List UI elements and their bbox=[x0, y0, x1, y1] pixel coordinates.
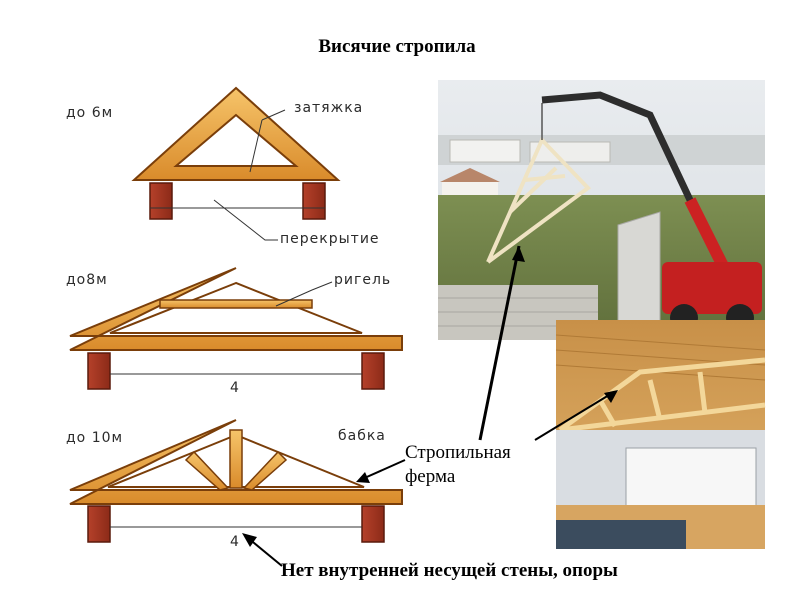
leader-tie-head bbox=[261, 109, 286, 121]
arrow-to-floor bbox=[247, 537, 283, 567]
photo-hall-interior bbox=[555, 320, 766, 549]
label-collar: ригель bbox=[334, 272, 391, 288]
floor-mark-8m: 4 bbox=[230, 380, 240, 396]
label-floor: перекрытие bbox=[280, 231, 380, 247]
wall-left-10m bbox=[87, 505, 111, 543]
span-label-6m: до 6м bbox=[66, 105, 113, 121]
span-label-8m: до8м bbox=[66, 272, 108, 288]
caption-truss-line-1: Стропильная bbox=[405, 442, 511, 463]
lifted-truss bbox=[486, 136, 592, 264]
caption-truss: Стропильная ферма bbox=[405, 441, 511, 489]
truss-6m-drawing: до 6м затяжка перекрытие bbox=[66, 86, 380, 247]
truss-6m-inner bbox=[173, 113, 299, 167]
slide-title: Висячие стропила bbox=[318, 36, 476, 57]
photo-crane-truss bbox=[438, 80, 765, 340]
arrowhead-crane bbox=[512, 246, 525, 262]
house-roof bbox=[440, 168, 500, 182]
house-2 bbox=[529, 141, 611, 163]
wall-left-8m bbox=[87, 352, 111, 390]
strut-left bbox=[184, 450, 230, 491]
arrow-to-crane-truss bbox=[478, 245, 521, 441]
caption-no-bearing-wall: Нет внутренней несущей стены, опоры bbox=[281, 560, 618, 581]
truss-8m-rafters bbox=[69, 267, 403, 351]
arrowhead-hall bbox=[604, 390, 618, 403]
wall-left-6m bbox=[149, 182, 173, 220]
truss-10m-rafters bbox=[69, 419, 403, 505]
leader-tie bbox=[249, 119, 263, 173]
leader-collar bbox=[275, 281, 333, 307]
collar-beam bbox=[159, 299, 313, 309]
concrete-wall bbox=[617, 211, 661, 331]
wall-right-8m bbox=[361, 352, 385, 390]
wall-right-6m bbox=[302, 182, 326, 220]
arrowhead-floor bbox=[242, 533, 257, 547]
hall-seats bbox=[556, 520, 686, 549]
span-label-10m: до 10м bbox=[66, 430, 123, 446]
arrow-to-diagram-truss bbox=[359, 459, 406, 481]
label-king-post: бабка bbox=[338, 428, 386, 444]
house-1 bbox=[449, 139, 521, 163]
arrow-to-hall-truss bbox=[534, 391, 615, 441]
king-post bbox=[229, 429, 243, 489]
label-tie: затяжка bbox=[294, 100, 363, 116]
strut-right bbox=[242, 450, 288, 491]
leader-floor bbox=[213, 199, 278, 241]
caption-truss-line-2: ферма bbox=[405, 466, 456, 487]
hall-trusses bbox=[558, 357, 766, 433]
floor-mark-10m: 4 bbox=[230, 534, 240, 550]
wall-right-10m bbox=[361, 505, 385, 543]
crane-body bbox=[662, 262, 762, 314]
truss-10m-drawing: до 10м бабка 4 bbox=[66, 419, 403, 550]
arrowhead-diagram bbox=[356, 472, 370, 483]
truss-8m-drawing: до8м ригель 4 bbox=[66, 267, 403, 396]
